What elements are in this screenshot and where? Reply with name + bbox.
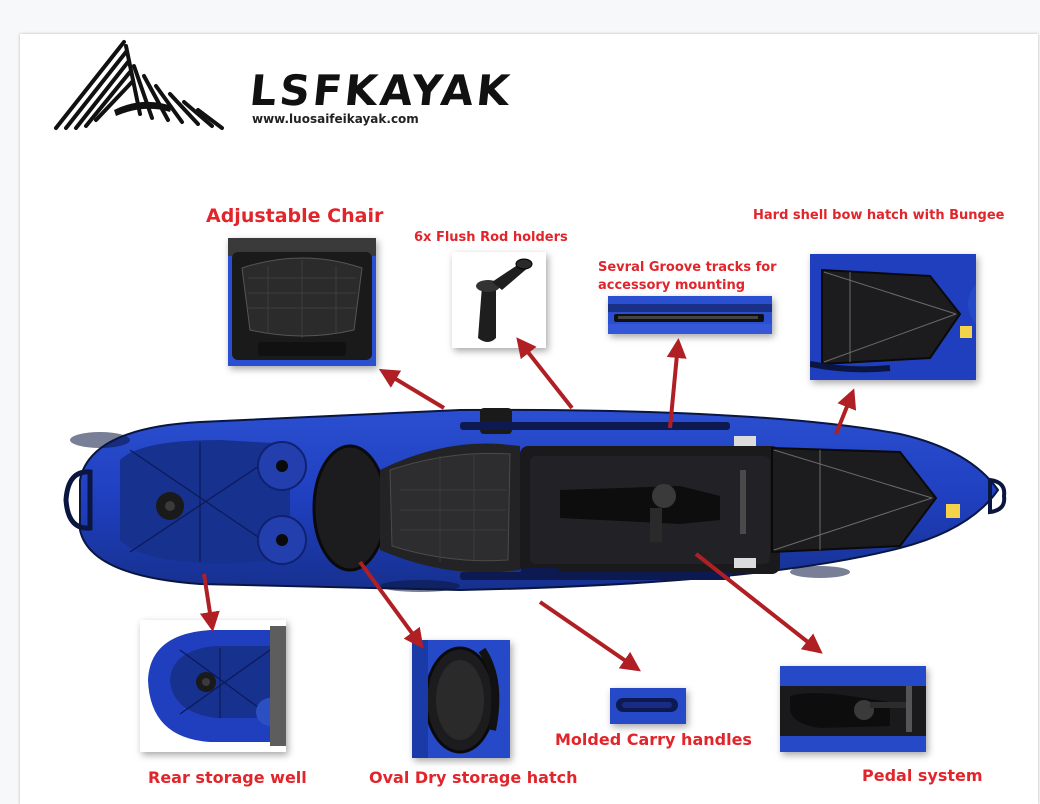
chair-thumbnail (228, 238, 376, 366)
pedal-system-thumbnail (780, 666, 926, 752)
brand-website: www.luosaifeikayak.com (252, 112, 419, 126)
brand-logo-mark (54, 40, 224, 130)
oval-hatch-thumbnail (412, 640, 510, 758)
label-groove-tracks-line1: Sevral Groove tracks for (598, 260, 777, 275)
label-carry-handles: Molded Carry handles (555, 730, 752, 749)
groove-track-thumbnail (608, 296, 772, 334)
label-rod-holders: 6x Flush Rod holders (414, 230, 568, 245)
label-oval-dry-hatch: Oval Dry storage hatch (369, 768, 578, 787)
rear-well-thumbnail (140, 620, 286, 752)
label-bow-hatch: Hard shell bow hatch with Bungee (753, 208, 1005, 223)
label-rear-storage-well: Rear storage well (148, 768, 307, 787)
label-pedal-system: Pedal system (862, 766, 983, 785)
kayak-main-image (63, 408, 1007, 592)
label-adjustable-chair: Adjustable Chair (206, 205, 384, 227)
label-groove-tracks-line2: accessory mounting (598, 278, 746, 293)
carry-handle-thumbnail (610, 688, 686, 724)
brand-name: LSFKAYAK (247, 66, 515, 115)
rod-holder-thumbnail (452, 252, 546, 348)
bow-hatch-thumbnail (810, 254, 976, 380)
